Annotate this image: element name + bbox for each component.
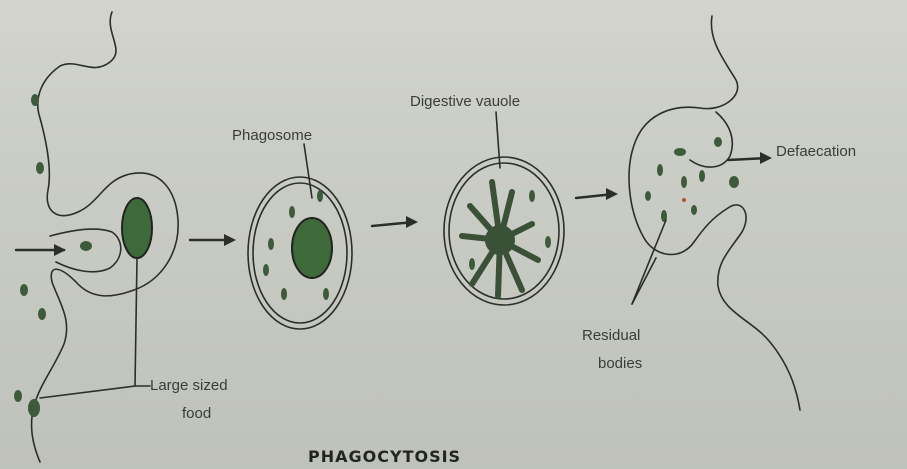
- large-food-particle: [122, 198, 152, 258]
- residual-body: [657, 164, 663, 176]
- stage-digestive-vacuole: [444, 112, 564, 305]
- arrow-2-head: [406, 216, 418, 228]
- particle: [268, 238, 274, 250]
- particle: [529, 190, 535, 202]
- residual-body: [714, 137, 722, 147]
- amoeba-membrane-stage4: [629, 16, 800, 410]
- label-digestive-vacuole: Digestive vauole: [410, 93, 520, 110]
- food-particle: [36, 162, 44, 174]
- amoeba-membrane-stage1: [32, 12, 179, 462]
- stage-egestion: [629, 16, 800, 410]
- particle: [469, 258, 475, 270]
- food-particle: [38, 308, 46, 320]
- large-food-pointer: [40, 258, 137, 398]
- label-large-food-line1: Large sized: [150, 377, 228, 394]
- intake-arrowhead: [54, 244, 66, 256]
- particle: [545, 236, 551, 248]
- food-particle: [28, 399, 40, 417]
- particle: [281, 288, 287, 300]
- phagosome-food: [292, 218, 332, 278]
- food-particle: [31, 94, 39, 106]
- residual-body: [674, 148, 686, 156]
- particle: [263, 264, 269, 276]
- residual-body: [681, 176, 687, 188]
- digesting-food: [462, 182, 538, 296]
- arrow-1-head: [224, 234, 236, 246]
- label-residual-bodies-line1: Residual: [582, 327, 640, 344]
- diagram-title: PHAGOCYTOSIS: [308, 447, 461, 466]
- residual-speck: [682, 198, 686, 202]
- residual-body: [691, 205, 697, 215]
- residual-body: [699, 170, 705, 182]
- particle: [317, 190, 323, 202]
- food-particle: [14, 390, 22, 402]
- label-residual-bodies-line2: bodies: [598, 355, 642, 372]
- phagosome-pointer: [304, 144, 312, 198]
- particle: [289, 206, 295, 218]
- residual-body: [645, 191, 651, 201]
- food-particle: [20, 284, 28, 296]
- stage-phagosome: [248, 144, 352, 329]
- egestion-opening: [690, 112, 732, 167]
- residual-pointer-1: [632, 220, 666, 304]
- residual-pointer-2: [632, 258, 656, 304]
- stage-engulfing: [14, 12, 178, 462]
- food-particle: [80, 241, 92, 251]
- arrow-3-head: [606, 188, 618, 200]
- particle: [323, 288, 329, 300]
- label-large-food-line2: food: [182, 405, 211, 422]
- residual-body: [729, 176, 739, 188]
- defaecation-arrowhead: [760, 152, 772, 164]
- label-defaecation: Defaecation: [776, 143, 856, 160]
- label-phagosome: Phagosome: [232, 127, 312, 144]
- digestive-vacuole-pointer: [496, 112, 500, 168]
